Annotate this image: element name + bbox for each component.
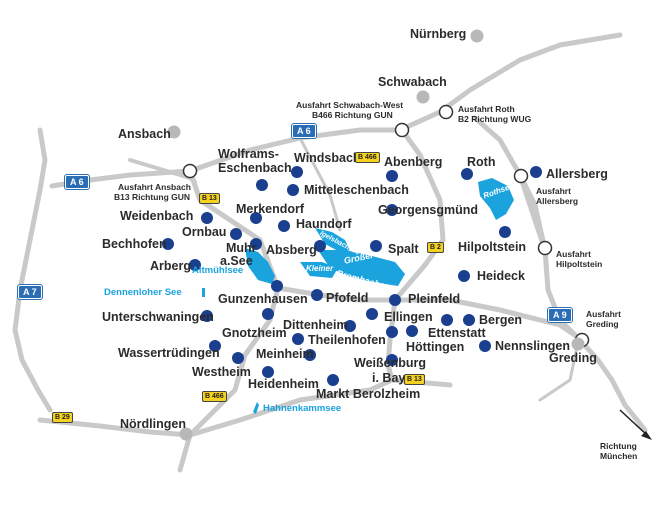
direction-arrow	[619, 409, 649, 437]
exit-schwabach-west-line2: B466 Richtung GUN	[312, 109, 393, 120]
exit-schwabach-west-line1: Ausfahrt Schwabach-West	[296, 100, 404, 110]
label-weissenburg: Weißenburg	[354, 356, 426, 370]
label-exit-schwabach-west: Ausfahrt Schwabach-West B466 Richtung GU…	[296, 100, 404, 120]
lakes	[202, 178, 514, 414]
motorway-shield-a6-left: A 6	[65, 175, 89, 189]
label-windsbach: Windsbach	[294, 151, 361, 165]
rothsee-shape	[478, 178, 514, 220]
label-richtung-muenchen: Richtung München	[600, 441, 638, 461]
label-nennslingen: Nennslingen	[495, 339, 571, 353]
exit-ansbach-line1: Ausfahrt Ansbach	[118, 182, 191, 192]
label-arberg: Arberg	[150, 259, 191, 273]
igelsbachsee-shape	[315, 228, 350, 252]
label-westheim: Westheim	[192, 365, 251, 379]
label-heidenheim: Heidenheim	[248, 377, 319, 391]
label-georgensgmuend: Georgensgmünd	[378, 203, 479, 217]
label-exit-allersberg: Ausfahrt Allersberg	[536, 186, 579, 206]
label-abenberg: Abenberg	[384, 155, 443, 169]
label-nuernberg: Nürnberg	[410, 27, 467, 41]
label-weissenburg-bay: i. Bay.	[372, 371, 408, 385]
label-bergen: Bergen	[479, 313, 523, 327]
altmuehlsee-shape	[245, 248, 275, 284]
label-ellingen: Ellingen	[384, 310, 433, 324]
label-gunzenhausen: Gunzenhausen	[218, 292, 308, 306]
label-pfofeld: Pfofeld	[326, 291, 369, 305]
motorway-shield-a6-right: A 6	[292, 124, 316, 138]
label-eschenbach: Eschenbach	[218, 161, 292, 175]
exit-greding-line2: Greding	[586, 318, 619, 329]
exit-hilpoltstein-line1: Ausfahrt	[556, 249, 591, 259]
exit-greding-line1: Ausfahrt	[586, 309, 621, 319]
label-spalt: Spalt	[388, 242, 419, 256]
label-hoettingen: Höttingen	[406, 340, 465, 354]
federal-road-shield-b466-bottom: B 466	[202, 391, 227, 402]
grosser-brombachsee-shape	[318, 250, 405, 286]
label-weidenbach: Weidenbach	[120, 209, 194, 223]
federal-road-shield-b13-top: B 13	[199, 193, 220, 204]
exit-roth-line2: B2 Richtung WUG	[458, 113, 532, 124]
label-theilenhofen: Theilenhofen	[308, 333, 386, 347]
label-haundorf: Haundorf	[296, 217, 352, 231]
label-allersberg: Allersberg	[546, 167, 608, 181]
label-meinheim: Meinheim	[256, 347, 314, 361]
label-wassertruedingen: Wassertrüdingen	[118, 346, 220, 360]
label-roth: Roth	[467, 155, 496, 169]
richtung-muenchen-line1: Richtung	[600, 441, 637, 451]
city-markers	[167, 29, 585, 441]
label-exit-hilpoltstein: Ausfahrt Hilpoltstein	[556, 249, 603, 269]
hahnenkammsee-shape	[253, 402, 259, 414]
label-merkendorf: Merkendorf	[236, 202, 305, 216]
exit-allersberg-line2: Allersberg	[536, 195, 579, 206]
label-exit-roth: Ausfahrt Roth B2 Richtung WUG	[458, 104, 532, 124]
dennenloher-see-shape	[202, 288, 205, 297]
roads	[12, 32, 648, 473]
exit-roth-line1: Ausfahrt Roth	[458, 104, 515, 114]
kleiner-brombachsee-shape	[300, 262, 338, 278]
label-greding: Greding	[549, 351, 597, 365]
label-ansbach: Ansbach	[118, 127, 171, 141]
label-dittenheim: Dittenheim	[283, 318, 348, 332]
motorway-shield-a9: A 9	[548, 308, 572, 322]
label-unterschwaningen: Unterschwaningen	[102, 310, 214, 324]
junctions	[182, 104, 590, 348]
label-altmuehlsee: Altmühlsee	[192, 265, 244, 276]
label-pleinfeld: Pleinfeld	[408, 292, 461, 306]
label-muhr: Muhr	[226, 241, 257, 255]
label-dennenloher-see: Dennenloher See	[104, 287, 182, 298]
label-exit-ansbach: Ausfahrt Ansbach B13 Richtung GUN	[114, 182, 191, 202]
federal-road-shield-b29: B 29	[52, 412, 73, 423]
label-bechhofen: Bechhofen	[102, 237, 167, 251]
label-muhr-see: a.See	[220, 254, 253, 268]
label-noerdlingen: Nördlingen	[120, 417, 186, 431]
town-markers	[162, 166, 542, 386]
label-ornbau: Ornbau	[182, 225, 227, 239]
exit-allersberg-line1: Ausfahrt	[536, 186, 571, 196]
label-heideck: Heideck	[477, 269, 525, 283]
federal-road-shield-b13-bottom: B 13	[404, 374, 425, 385]
exit-hilpoltstein-line2: Hilpoltstein	[556, 258, 603, 269]
label-schwabach: Schwabach	[378, 75, 447, 89]
exit-ansbach-line2: B13 Richtung GUN	[114, 191, 191, 202]
label-kleiner-brombachsee: Kleiner	[306, 264, 334, 273]
label-markt-berolzheim: Markt Berolzheim	[316, 387, 421, 401]
label-wolframs: Wolframs-	[218, 147, 279, 161]
direction-arrowhead	[641, 431, 652, 440]
label-exit-greding: Ausfahrt Greding	[586, 309, 621, 329]
label-hilpoltstein: Hilpoltstein	[458, 240, 527, 254]
richtung-muenchen-line2: München	[600, 450, 638, 461]
label-absberg: Absberg	[266, 243, 317, 257]
motorway-shield-a7: A 7	[18, 285, 42, 299]
label-hahnenkammsee: Hahnenkammsee	[263, 403, 342, 414]
federal-road-shield-b466-top: B 466	[355, 152, 380, 163]
label-ettenstatt: Ettenstatt	[428, 326, 486, 340]
label-mitteleschenbach: Mitteleschenbach	[304, 183, 409, 197]
label-gnotzheim: Gnotzheim	[222, 326, 287, 340]
federal-road-shield-b2: B 2	[427, 242, 444, 253]
